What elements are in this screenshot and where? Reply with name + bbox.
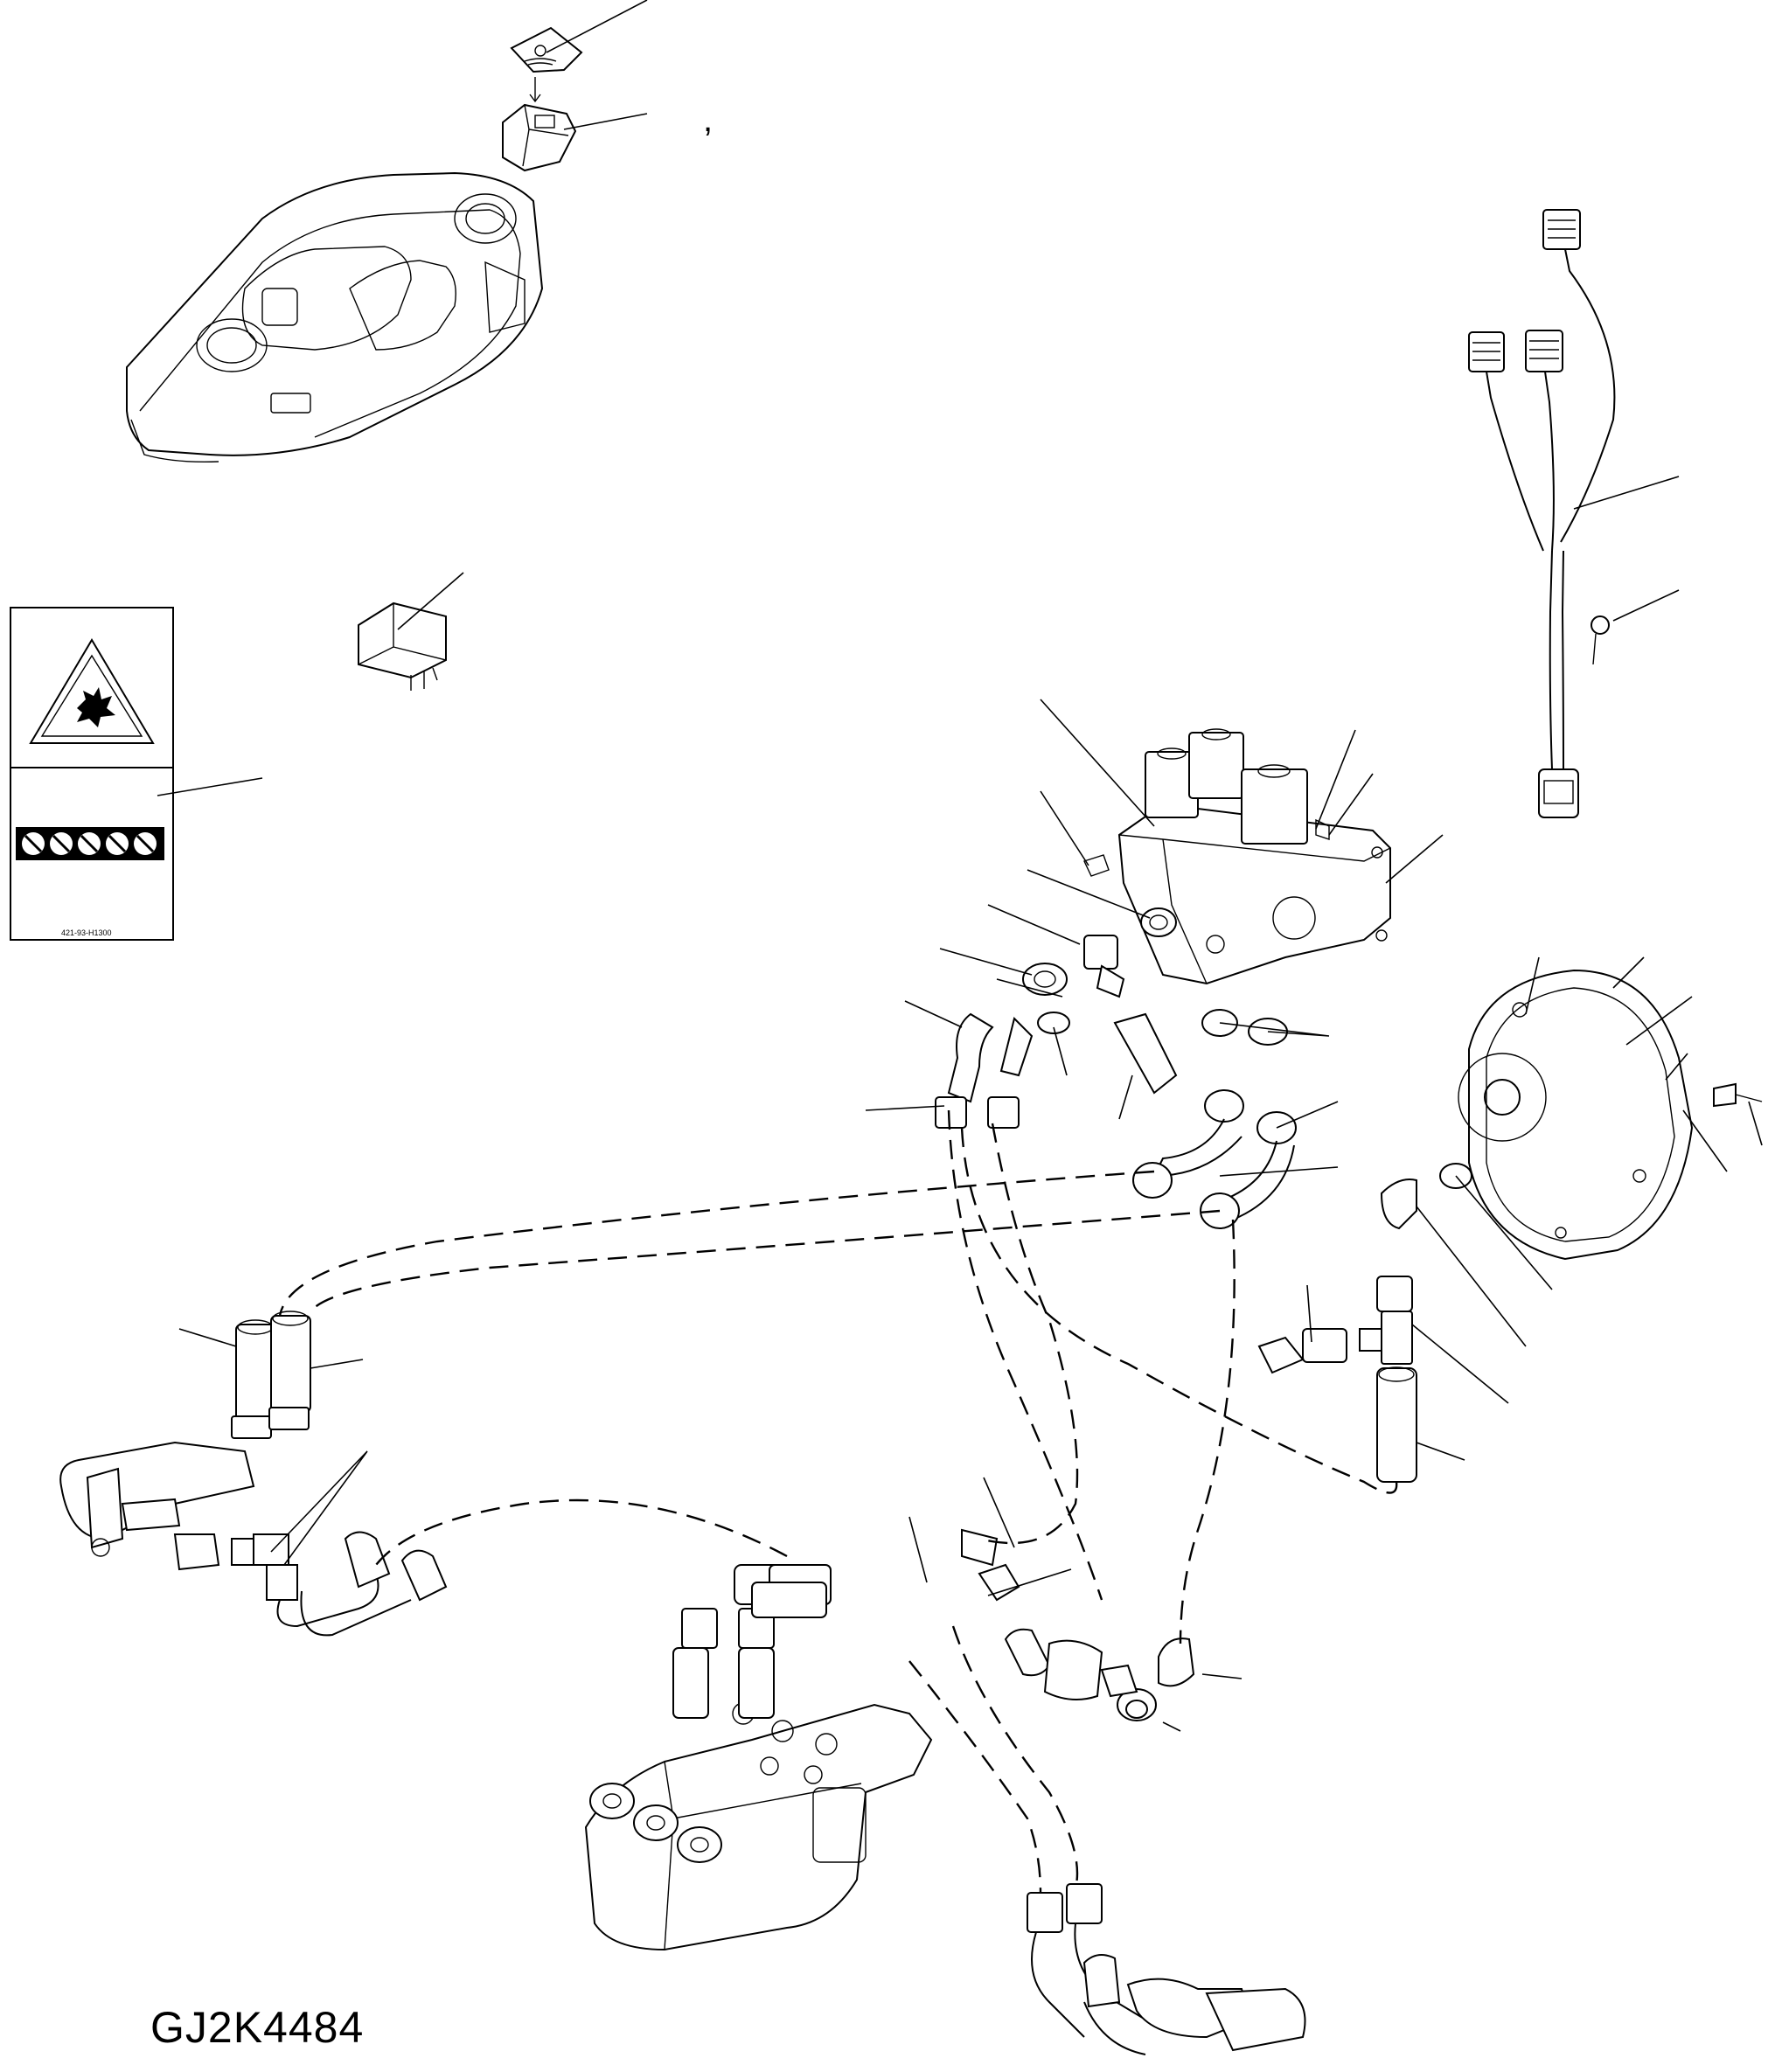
drawing-mark: , (703, 101, 713, 139)
left-hose-assembly (59, 1441, 448, 1637)
dashboard-console (126, 171, 544, 463)
control-valve (584, 1528, 1195, 1951)
warning-decal: 421-93-H1300 (10, 607, 174, 941)
tee-fittings (1257, 1163, 1472, 1483)
rocker-switch (502, 103, 577, 172)
switch-cap-decal (510, 26, 583, 73)
callout-leaders (157, 0, 1763, 1732)
lower-hose-assembly (1027, 1883, 1306, 2055)
inline-filters (231, 1311, 311, 1439)
explosion-icon (77, 687, 115, 727)
warning-decal-code: 421-93-H1300 (61, 928, 112, 937)
hose-lines (278, 1109, 1398, 1894)
prohibition-icons (16, 827, 164, 860)
wiring-harness (1468, 209, 1616, 818)
solenoid-valve-block (1083, 728, 1391, 985)
relay (358, 601, 447, 691)
drawing-id: GJ2K4484 (150, 2003, 365, 2052)
accumulator-cover (1458, 969, 1763, 1261)
